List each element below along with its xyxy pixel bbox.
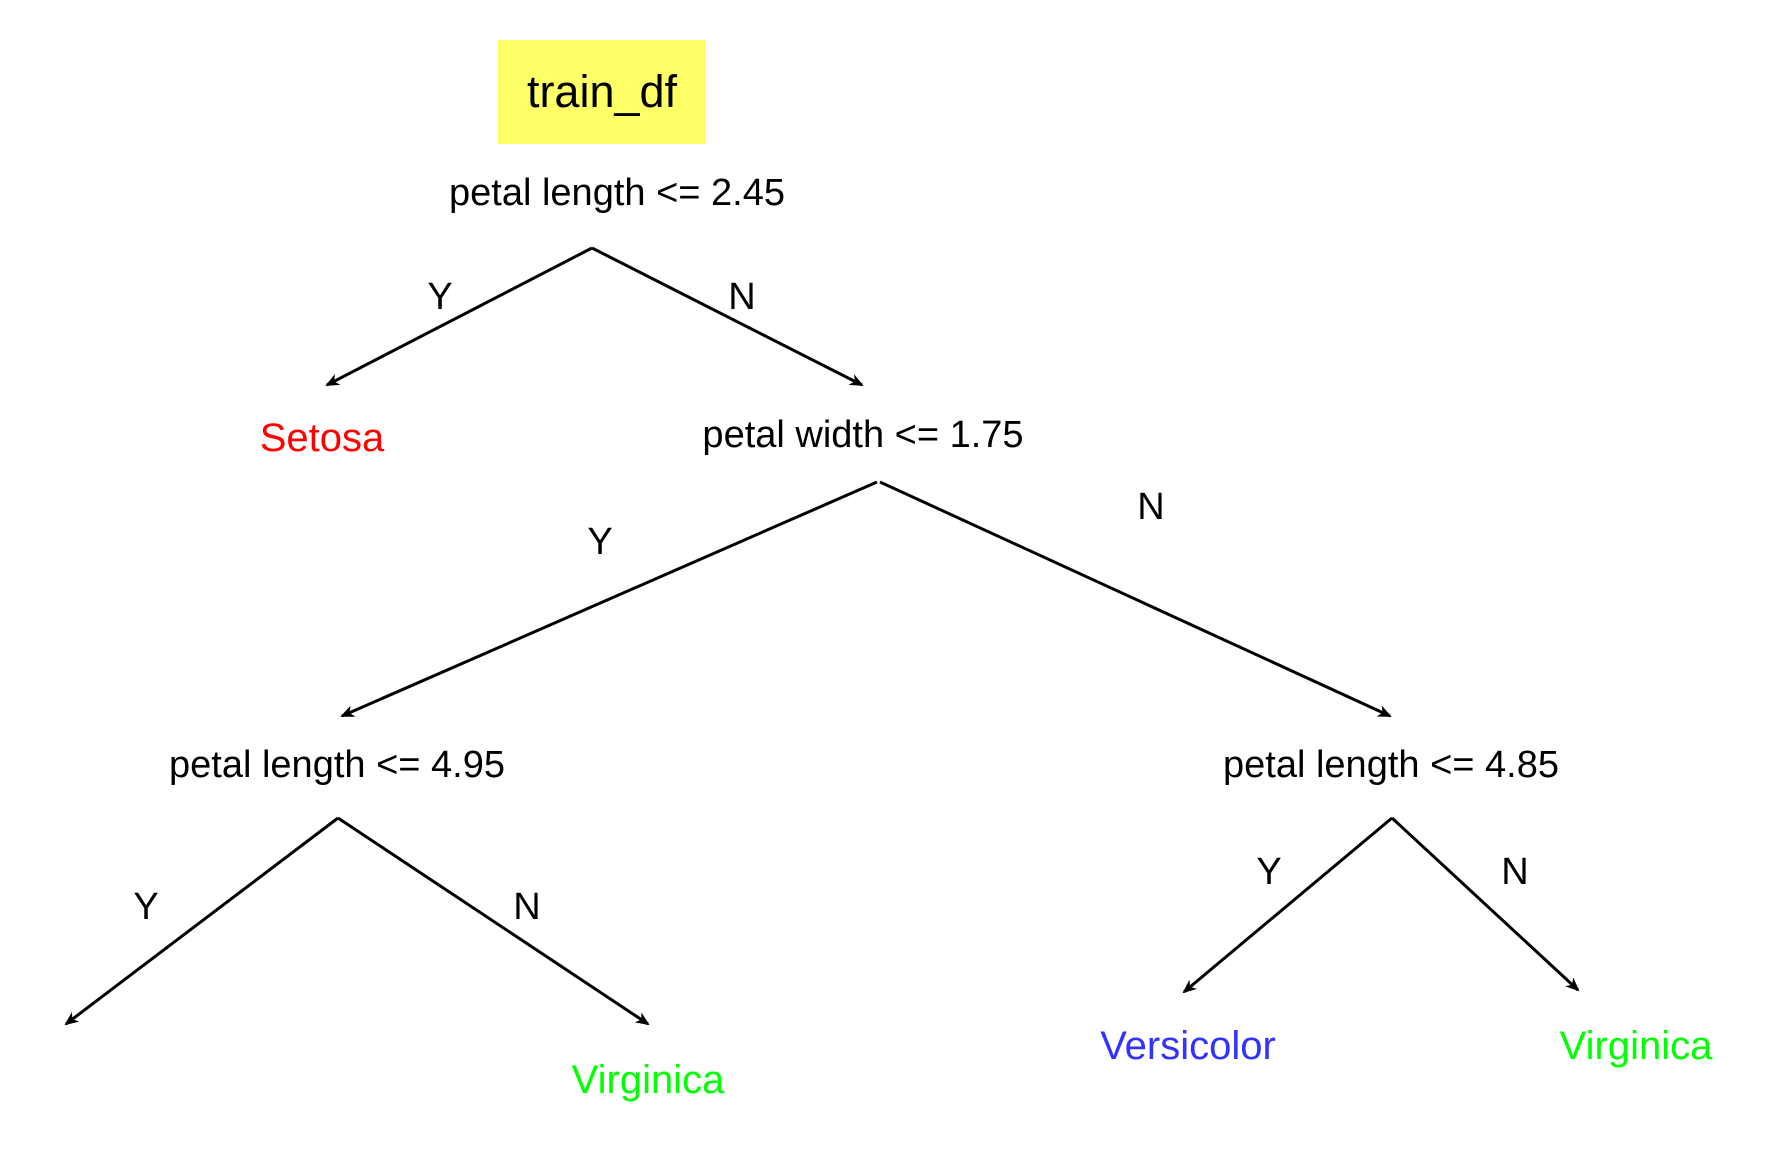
edge-root-yes-arrow <box>325 246 593 387</box>
dataset-title-box: train_df <box>498 40 706 144</box>
edge-label-root-yes: Y <box>427 276 453 318</box>
edge-n4-no-arrow <box>1390 816 1580 992</box>
dataset-title: train_df <box>526 66 678 117</box>
node-petal-length-right: petal length <= 4.85 <box>1223 744 1559 786</box>
edge-label-n3-yes: Y <box>133 886 159 928</box>
edge-n4-yes-arrow <box>1182 816 1393 994</box>
edge-label-n2-no: N <box>1137 486 1165 528</box>
edge-n2-no-arrow <box>879 480 1392 718</box>
edge-n3-yes-arrow <box>64 816 339 1026</box>
leaf-setosa: Setosa <box>259 416 385 460</box>
edge-label-root-no: N <box>728 276 756 318</box>
edge-n3-no-arrow <box>337 816 650 1026</box>
leaf-virginica-left: Virginica <box>571 1058 725 1102</box>
leaf-virginica-right: Virginica <box>1559 1024 1713 1068</box>
node-root-petal-length: petal length <= 2.45 <box>449 172 785 214</box>
leaf-versicolor: Versicolor <box>1100 1024 1276 1068</box>
edge-label-n3-no: N <box>513 886 541 928</box>
edge-label-n4-yes: Y <box>1256 851 1282 893</box>
edge-n2-yes-arrow <box>340 480 878 718</box>
edge-label-n2-yes: Y <box>587 521 613 563</box>
node-petal-width: petal width <= 1.75 <box>702 414 1024 456</box>
node-petal-length-left: petal length <= 4.95 <box>169 744 505 786</box>
edge-label-n4-no: N <box>1501 851 1529 893</box>
edge-root-no-arrow <box>591 246 864 387</box>
